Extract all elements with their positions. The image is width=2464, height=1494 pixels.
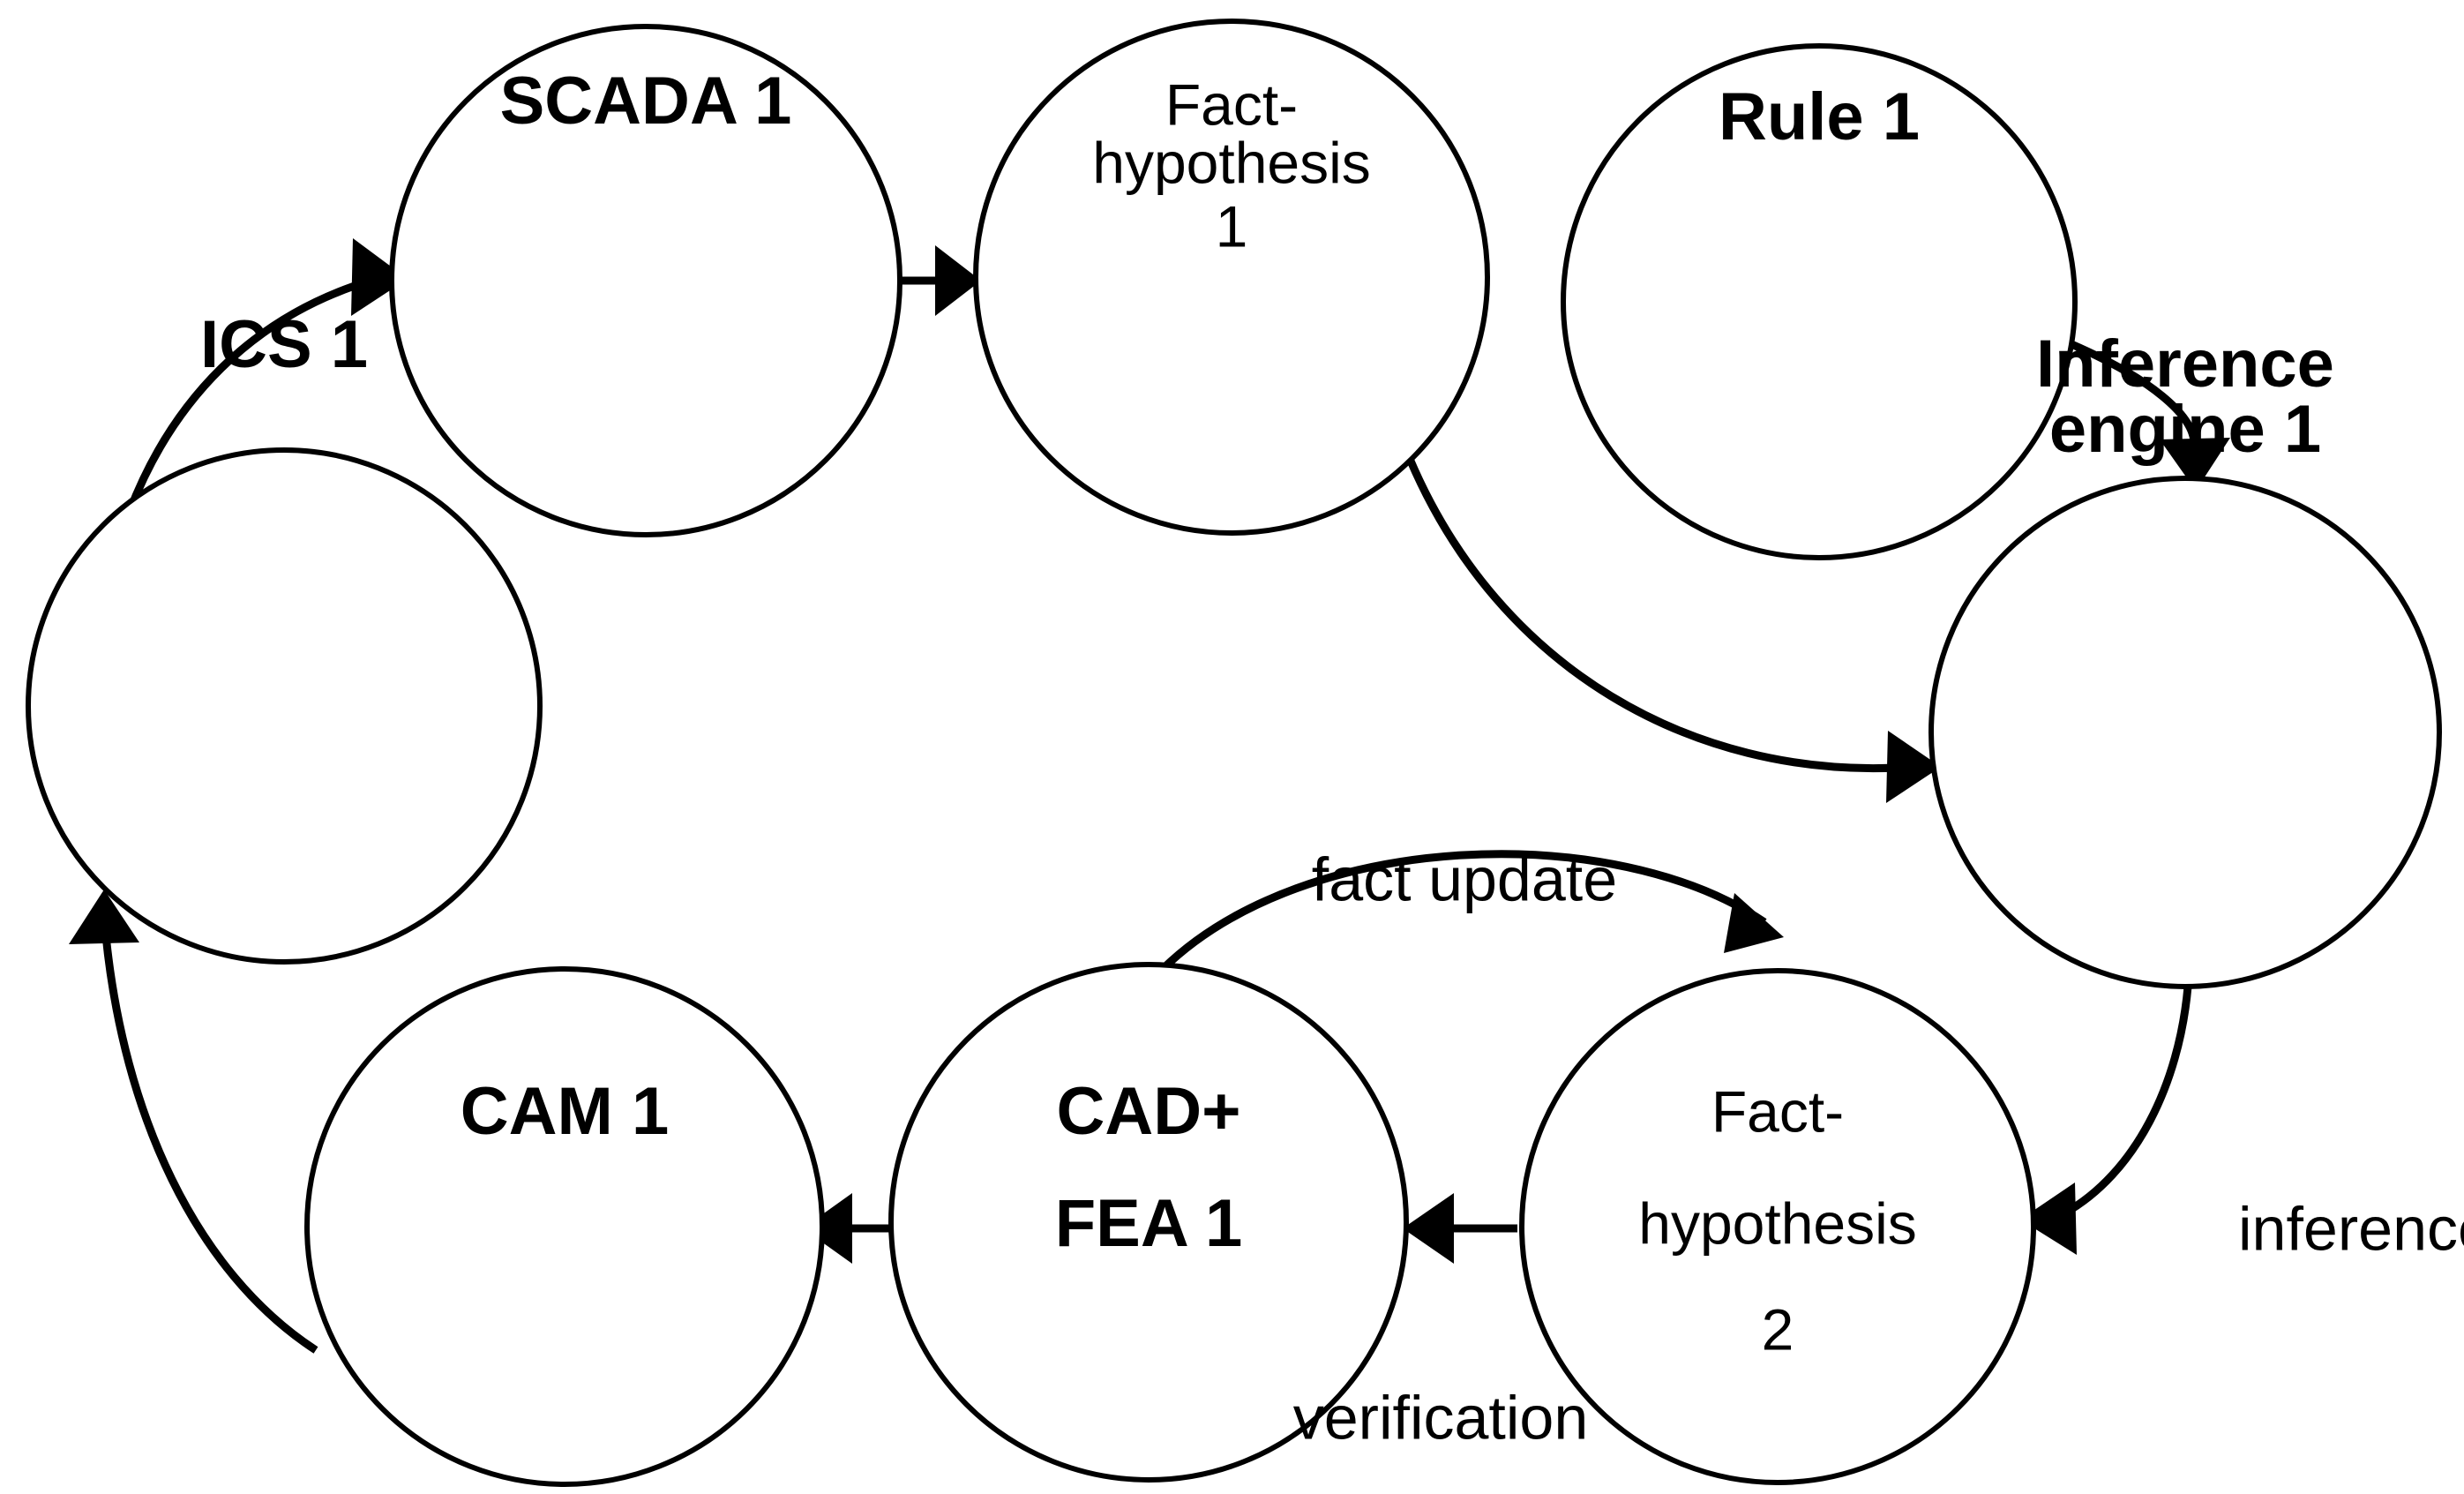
node-label-engine-line1: Inference bbox=[2036, 327, 2334, 402]
node-label-fh1-line1: Fact- bbox=[1165, 71, 1298, 137]
node-cad-fea-1[interactable]: CAD+ FEA 1 bbox=[888, 962, 1409, 1483]
node-circle-scada1[interactable] bbox=[389, 24, 902, 537]
node-fact-hypothesis-1[interactable]: Fact- hypothesis 1 bbox=[973, 19, 1490, 536]
edge-path-rule-to-engine bbox=[2070, 340, 2198, 442]
node-circle-cad-fea-1[interactable] bbox=[888, 962, 1409, 1483]
node-cam1[interactable]: CAM 1 bbox=[304, 966, 825, 1487]
node-label-scada1-line1: SCADA 1 bbox=[500, 64, 792, 139]
node-label-rule1-line1: Rule 1 bbox=[1719, 79, 1920, 154]
edge-path-engine-to-fh2 bbox=[2062, 986, 2192, 1217]
node-label-fh1-line3: 1 bbox=[1216, 193, 1248, 259]
edge-label-inference: inference bbox=[2238, 1194, 2464, 1263]
node-label-engine-line2: engine 1 bbox=[2049, 392, 2321, 467]
edge-fh1-to-engine bbox=[1405, 457, 1941, 803]
node-label-cam1-line1: CAM 1 bbox=[461, 1074, 669, 1149]
edge-label-fact-update: fact update bbox=[1312, 845, 1617, 913]
node-label-fh2-line1: Fact- bbox=[1711, 1078, 1844, 1144]
node-label-fh1-line2: hypothesis bbox=[1092, 130, 1371, 195]
arrowhead-fh2-to-cadfea bbox=[1403, 1193, 1454, 1264]
node-circle-rule1[interactable] bbox=[1561, 43, 2078, 560]
edge-path-fh1-to-engine bbox=[1405, 457, 1898, 773]
arrowhead-cadfea-to-cam bbox=[803, 1193, 852, 1264]
node-circle-fact-hypothesis-2[interactable] bbox=[1519, 968, 2036, 1485]
edge-path-cadfea-to-fh2 bbox=[1159, 850, 1767, 972]
node-fact-hypothesis-2[interactable]: Fact- hypothesis 2 bbox=[1519, 968, 2036, 1485]
arrowhead-ics-to-scada bbox=[351, 238, 408, 316]
arrowhead-cam-to-ics bbox=[69, 890, 139, 944]
edge-scada-to-fh1 bbox=[900, 245, 981, 316]
node-label-cadfea-line2: FEA 1 bbox=[1055, 1186, 1243, 1261]
node-inference-engine-1[interactable]: Inference engine 1 bbox=[1929, 327, 2442, 989]
arrowhead-cadfea-to-fh2 bbox=[1724, 893, 1784, 953]
node-label-cadfea-line1: CAD+ bbox=[1056, 1074, 1240, 1149]
edge-label-verification: verification bbox=[1293, 1383, 1589, 1452]
arrowhead-engine-to-fh2 bbox=[2020, 1182, 2077, 1255]
node-scada1[interactable]: SCADA 1 bbox=[389, 24, 902, 537]
edge-cam-to-ics bbox=[69, 890, 318, 1354]
arrowhead-fh1-to-engine bbox=[1886, 731, 1941, 803]
arrowhead-scada-to-fh1 bbox=[935, 245, 981, 316]
node-circle-cam1[interactable] bbox=[304, 966, 825, 1487]
node-label-ics1-line1: ICS 1 bbox=[200, 307, 368, 382]
node-ics1[interactable]: ICS 1 bbox=[26, 307, 543, 965]
node-label-fh2-line2: hypothesis bbox=[1638, 1190, 1917, 1256]
node-circle-fact-hypothesis-1[interactable] bbox=[973, 19, 1490, 536]
node-rule1[interactable]: Rule 1 bbox=[1561, 43, 2078, 560]
edge-fh2-to-cadfea bbox=[1403, 1193, 1517, 1264]
node-circle-inference-engine-1[interactable] bbox=[1929, 476, 2442, 989]
edge-rule-to-engine bbox=[2070, 340, 2230, 491]
node-circle-ics1[interactable] bbox=[26, 447, 543, 965]
node-label-fh2-line3: 2 bbox=[1762, 1296, 1794, 1362]
edge-path-cam-to-ics bbox=[101, 935, 318, 1354]
arrowhead-rule-to-engine bbox=[2160, 438, 2230, 491]
edge-engine-to-fh2 bbox=[2020, 986, 2192, 1255]
edge-cadfea-to-fh2 bbox=[1159, 850, 1784, 972]
